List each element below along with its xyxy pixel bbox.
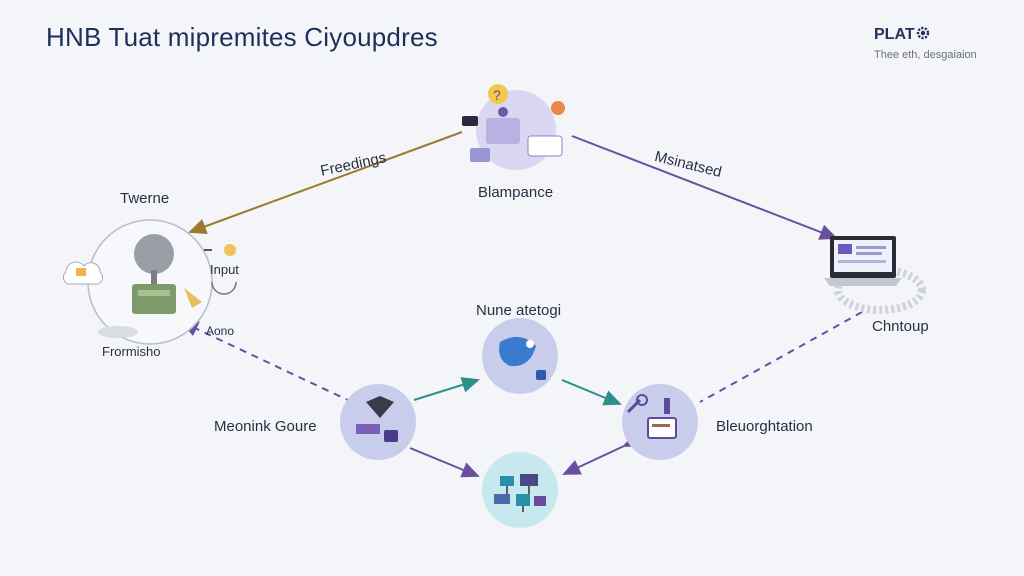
brand-name: PLAT	[874, 26, 915, 43]
brand-block: PLAT Thee eth, desgaiaion	[874, 26, 977, 61]
edge-top-to-right	[571, 135, 838, 240]
network-icon	[482, 452, 558, 528]
node-left-inner-label: Input	[210, 262, 239, 277]
node-center-top-label: Nune atetogi	[476, 302, 562, 319]
people-laptop-icon: ?	[462, 84, 565, 170]
edge-right-to-bottom	[562, 431, 642, 475]
server-cloud-icon	[62, 219, 237, 345]
edge-right-dashed	[699, 311, 863, 403]
edge-left-to-top	[413, 377, 480, 401]
tools-icon	[622, 384, 698, 460]
edge-left-dashed	[180, 321, 353, 403]
node-top-label: Blampance	[478, 184, 554, 201]
svg-text:?: ?	[493, 87, 501, 103]
node-left-sub-label: Aono	[206, 324, 235, 338]
bird-icon	[482, 318, 558, 394]
page-title: HNB Tuat mipremites Ciyoupdres	[46, 22, 438, 52]
laptop-icon	[824, 236, 926, 314]
gear-icon	[916, 26, 929, 40]
node-right-label: Chntoup	[872, 318, 929, 335]
edge-top-to-right-node	[561, 379, 622, 406]
brand-tagline: Thee eth, desgaiaion	[874, 49, 977, 61]
node-left-title: Twerne	[120, 190, 170, 207]
node-center-right-label: Bleuorghtation	[716, 418, 813, 435]
node-left-caption: Frormisho	[102, 344, 161, 359]
diamond-icon	[340, 384, 416, 460]
edge-top-to-left	[188, 131, 463, 234]
edge-left-to-bottom	[409, 447, 480, 478]
node-center-left-label: Meonink Goure	[214, 418, 317, 435]
